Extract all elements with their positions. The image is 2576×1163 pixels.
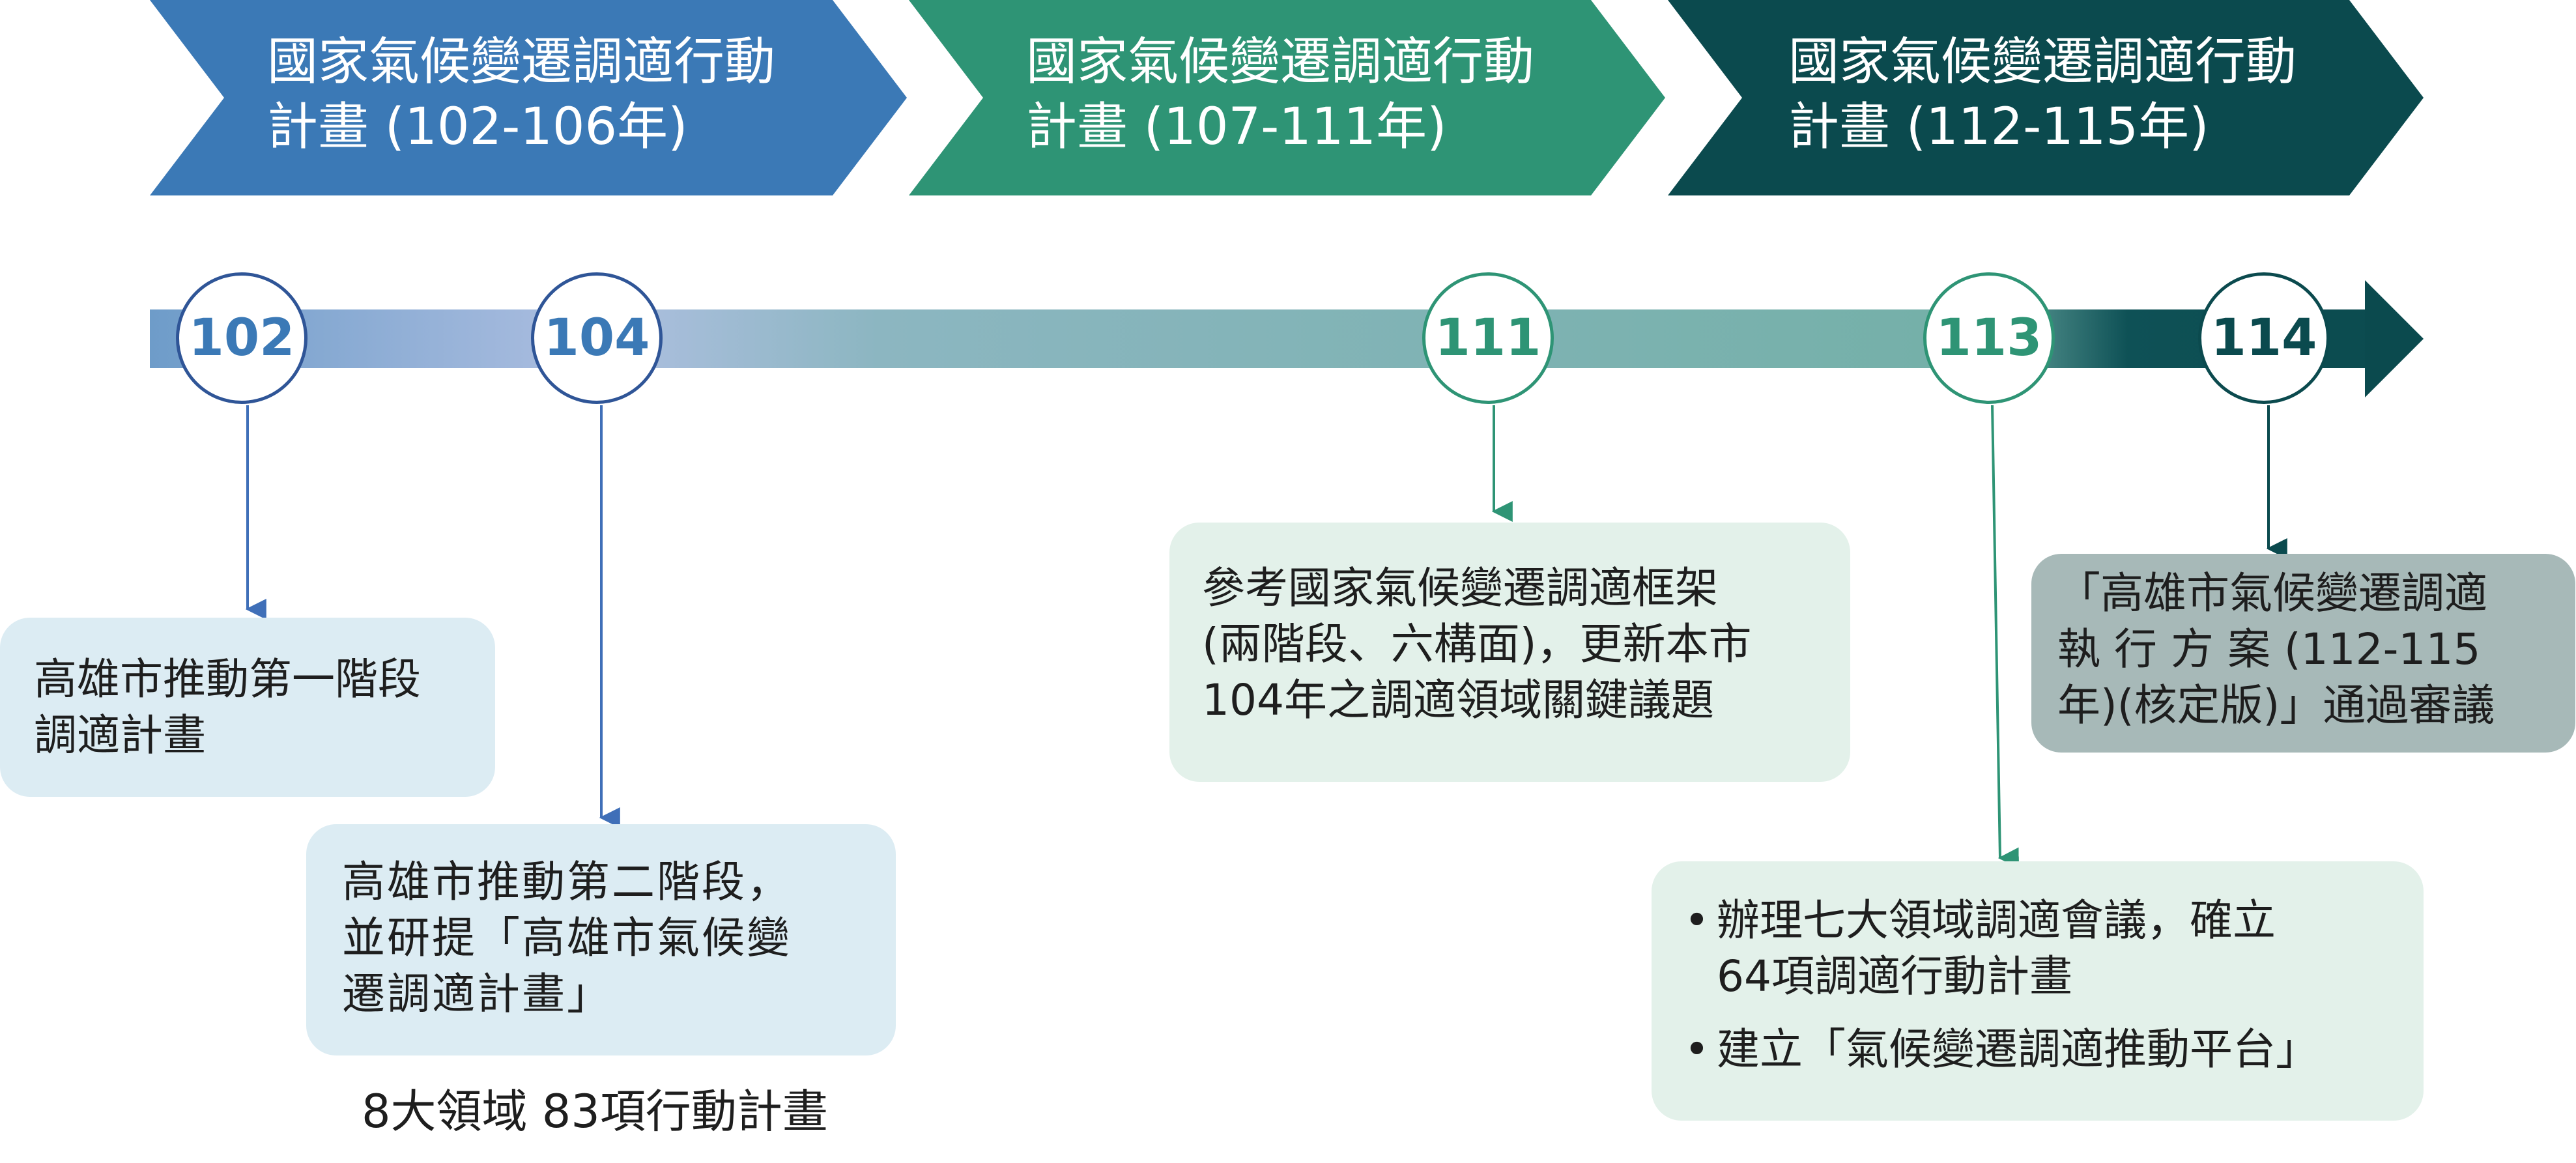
plan-chevron-3: [1668, 0, 2424, 195]
event-box-111: 參考國家氣候變遷調適框架 (兩階段、六構面)，更新本市 104年之調適領域關鍵議…: [1169, 523, 1850, 782]
plan-label-1-line2: 計畫 (102-106年): [267, 98, 688, 156]
event-box-102: 高雄市推動第一階段 調適計畫: [0, 618, 495, 797]
event-104-line-1: 高雄市推動第二階段，: [342, 857, 792, 907]
event-111-line-2: (兩階段、六構面)，更新本市: [1202, 619, 1752, 669]
bullet-icon: •: [1684, 1024, 1710, 1074]
plan-label-2-line1: 國家氣候變遷調適行動: [1026, 33, 1535, 91]
plan-label-3-line2: 計畫 (112-115年): [1788, 98, 2209, 156]
milestone-node-102: 102: [176, 272, 308, 404]
event-114-line-2: 執 行 方 案 (112-115: [2057, 624, 2481, 674]
event-113-item-1-line-1: 辦理七大領域調適會議，確立: [1717, 895, 2276, 945]
event-104-note: 8大領域 83項行動計畫: [362, 1085, 828, 1138]
plan-label-1-line1: 國家氣候變遷調適行動: [267, 33, 776, 91]
plan-label-3: 國家氣候變遷調適行動 計畫 (112-115年): [1788, 29, 2297, 160]
milestone-node-113: 113: [1923, 272, 2055, 404]
plan-chevron-1: [150, 0, 907, 195]
plan-label-1: 國家氣候變遷調適行動 計畫 (102-106年): [267, 29, 775, 160]
event-111-line-1: 參考國家氣候變遷調適框架: [1202, 563, 1718, 613]
timeline-arrowhead: [2365, 280, 2424, 397]
bullet-icon: •: [1684, 895, 1710, 945]
milestone-node-114: 114: [2198, 272, 2330, 404]
event-104-line-2: 並研提「高雄市氣候變: [342, 913, 792, 963]
event-111-line-3: 104年之調適領域關鍵議題: [1202, 675, 1714, 725]
event-box-104: 高雄市推動第二階段， 並研提「高雄市氣候變 遷調適計畫」: [306, 824, 896, 1055]
connector-113: [1991, 405, 2020, 869]
plan-chevron-2: [909, 0, 1665, 195]
event-114-line-1: 「高雄市氣候變遷調適: [2057, 568, 2487, 618]
event-box-113: • 辦理七大領域調適會議，確立 64項調適行動計畫 • 建立「氣候變遷調適推動平…: [1652, 861, 2424, 1121]
plan-label-3-line1: 國家氣候變遷調適行動: [1788, 33, 2297, 91]
milestone-node-111: 111: [1422, 272, 1554, 404]
plan-label-2: 國家氣候變遷調適行動 計畫 (107-111年): [1026, 29, 1534, 160]
event-102-line-1: 高雄市推動第一階段: [34, 654, 421, 704]
event-box-114: 「高雄市氣候變遷調適 執 行 方 案 (112-115 年)(核定版)」通過審議: [2031, 554, 2575, 753]
event-113-item-2: • 建立「氣候變遷調適推動平台」: [1684, 1022, 2424, 1078]
event-113-item-1-line-2: 64項調適行動計畫: [1717, 951, 2072, 1001]
event-113-item-2-line-1: 建立「氣候變遷調適推動平台」: [1717, 1024, 2319, 1074]
event-114-line-3: 年)(核定版)」通過審議: [2057, 680, 2495, 730]
event-102-line-2: 調適計畫: [34, 710, 206, 760]
plan-label-2-line2: 計畫 (107-111年): [1026, 98, 1447, 156]
milestone-node-104: 104: [531, 272, 663, 404]
event-113-item-1: • 辦理七大領域調適會議，確立 64項調適行動計畫: [1684, 893, 2424, 1005]
event-104-line-3: 遷調適計畫」: [342, 969, 612, 1019]
